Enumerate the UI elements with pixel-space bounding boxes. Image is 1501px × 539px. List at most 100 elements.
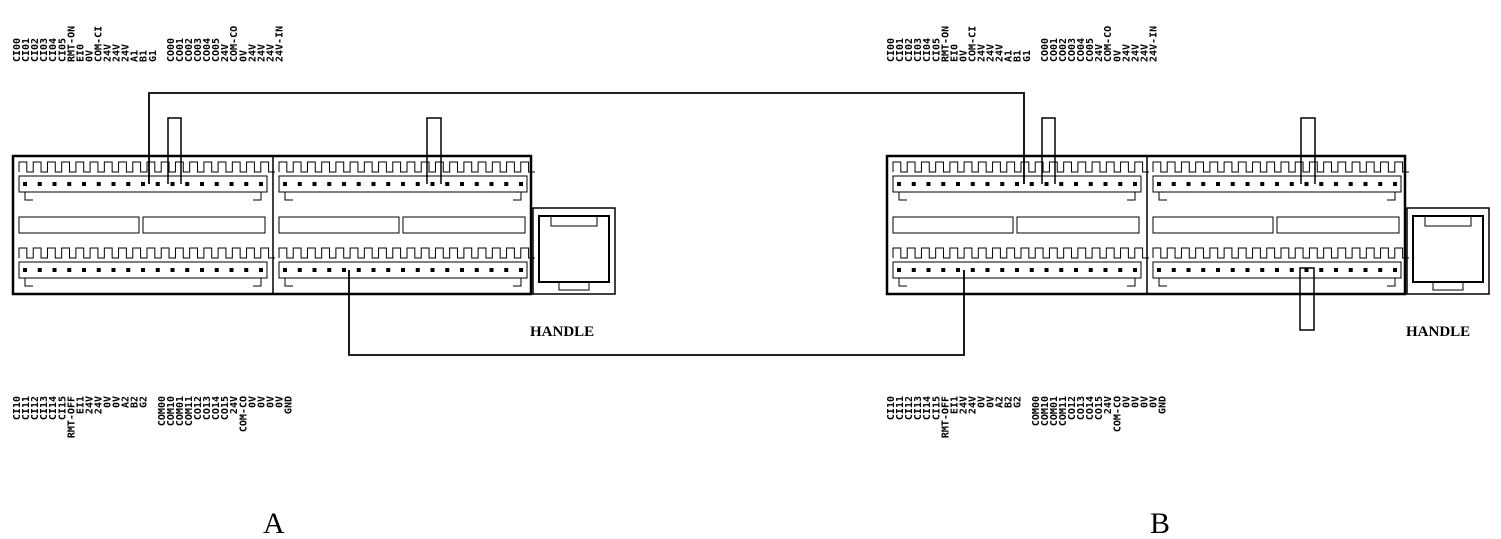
wire-bottom [348,270,965,356]
top-connector-2-pin [371,182,376,186]
top-pin-label: G1 [148,50,159,62]
top-connector-1-pin [926,182,931,186]
top-pin-label: CI04 [922,38,933,62]
bottom-connector-1-pin [111,268,116,272]
wires [148,92,1315,356]
top-connector-1-pin [1015,182,1019,186]
top-connector-1-latch-left [24,192,33,201]
bottom-connector-1-pin [214,268,219,272]
top-connector-1-pin [141,182,145,186]
top-pin-label: CO02 [1058,38,1069,62]
top-connector-2-pin [1289,182,1294,186]
top-connector-2-pin [1378,182,1383,186]
bottom-pin-label: COM-CO [1112,396,1123,432]
top-connector-1-pin [941,182,946,186]
label-slot [892,216,1014,234]
bottom-pin-label: G2 [1013,396,1024,408]
top-connector-2-pin [342,182,346,186]
label-slot [1152,216,1274,234]
top-connector-2-pin [1304,182,1309,186]
bottom-connector-1-pin [985,268,990,272]
top-pin-label: CI02 [904,38,915,62]
top-connector-1-pin [244,182,249,186]
top-connector-2-pin [297,182,302,186]
top-connector-2-pin [1363,182,1368,186]
bottom-pin-label: 0V [274,396,285,408]
bottom-connector-2-pin [504,268,509,272]
top-pin-label: CI01 [21,38,32,62]
unit-label-B: B [1150,507,1170,539]
top-pin-label: 24V [112,44,123,62]
top-pin-label: EI0 [75,44,86,62]
top-pin-label: CO00 [166,38,177,62]
bottom-connector-2-pin [1275,268,1279,272]
bottom-connector-1-pin [67,268,72,272]
bottom-connector-2-pin [1378,268,1383,272]
bottom-pin-label: B2 [130,396,141,408]
bottom-connector-1-latch-right [253,278,262,287]
handle-port-frame [532,207,616,295]
top-pin-label: 24V [1121,44,1132,62]
top-connector-1-pin [229,182,234,186]
top-pin-label: CO01 [1049,38,1060,62]
top-connector-2-pin [1319,182,1324,186]
bottom-connector-2-pin [386,268,391,272]
bottom-jumper-loop [1299,267,1315,331]
top-connector-1-pin [1088,182,1093,186]
bottom-connector-2-pin [1201,268,1206,272]
top-connector-1-pin [985,182,990,186]
bottom-connector-2-pin [445,268,450,272]
top-connector-2-pin [489,182,494,186]
bottom-connector-1-pin [126,268,131,272]
bottom-pin-label: CO14 [1085,396,1096,420]
top-connector-1-pin [1059,182,1064,186]
top-connector-1-pin [1074,182,1078,186]
bottom-connector-1-pin [200,268,204,272]
bottom-pin-label: CI11 [895,396,906,420]
top-connector-2-pin [1348,182,1353,186]
bottom-connector-1-pin [37,268,42,272]
top-pin-label: CO05 [1085,38,1096,62]
bottom-connector-1-pin [1059,268,1064,272]
top-connector-1-pin [111,182,116,186]
top-pin-label: B1 [139,50,150,62]
label-slot [18,216,140,234]
top-pin-label: 24V [1139,44,1150,62]
bottom-connector-1-latch-right [1127,278,1136,287]
bottom-connector-1-pin [970,268,975,272]
bottom-pin-label: 0V [103,396,114,408]
bottom-connector-1-pin [1015,268,1019,272]
bottom-connector-2-pin-box [1152,261,1402,279]
top-pin-label: CI03 [913,38,924,62]
top-pin-label: CO01 [175,38,186,62]
bottom-pin-label: CI11 [21,396,32,420]
bottom-connector-1-teeth [18,247,275,259]
top-connector-1-pin [1133,182,1137,186]
top-connector-1-pin [1118,182,1123,186]
bottom-connector-2-pin [1245,268,1250,272]
bottom-pin-label: COM10 [166,396,177,426]
bottom-pin-label: COM11 [1058,396,1069,426]
top-pin-label: COM-CI [967,26,978,62]
bottom-connector-2-pin [1363,268,1368,272]
bottom-connector-1-pin [229,268,234,272]
bottom-pin-label: 0V [1139,396,1150,408]
top-pin-label: CO00 [1040,38,1051,62]
top-pin-label: B1 [1013,50,1024,62]
bottom-connector-1-pin [911,268,916,272]
top-connector-1-pin [214,182,219,186]
label-slot [278,216,400,234]
bottom-connector-2-pin [1319,268,1324,272]
bottom-pin-label: COM11 [184,396,195,426]
bottom-pin-label: GND [1158,396,1169,414]
bottom-connector-1-pin [941,268,946,272]
bottom-pin-label: A2 [995,396,1006,408]
top-connector-2-pin-box [278,175,528,193]
top-pin-label: COM-CI [93,26,104,62]
top-connector-1-latch-left [898,192,907,201]
bottom-pin-label: G2 [139,396,150,408]
top-pin-label: RMT-ON [940,26,951,62]
bottom-connector-1-pin-box [892,261,1142,279]
